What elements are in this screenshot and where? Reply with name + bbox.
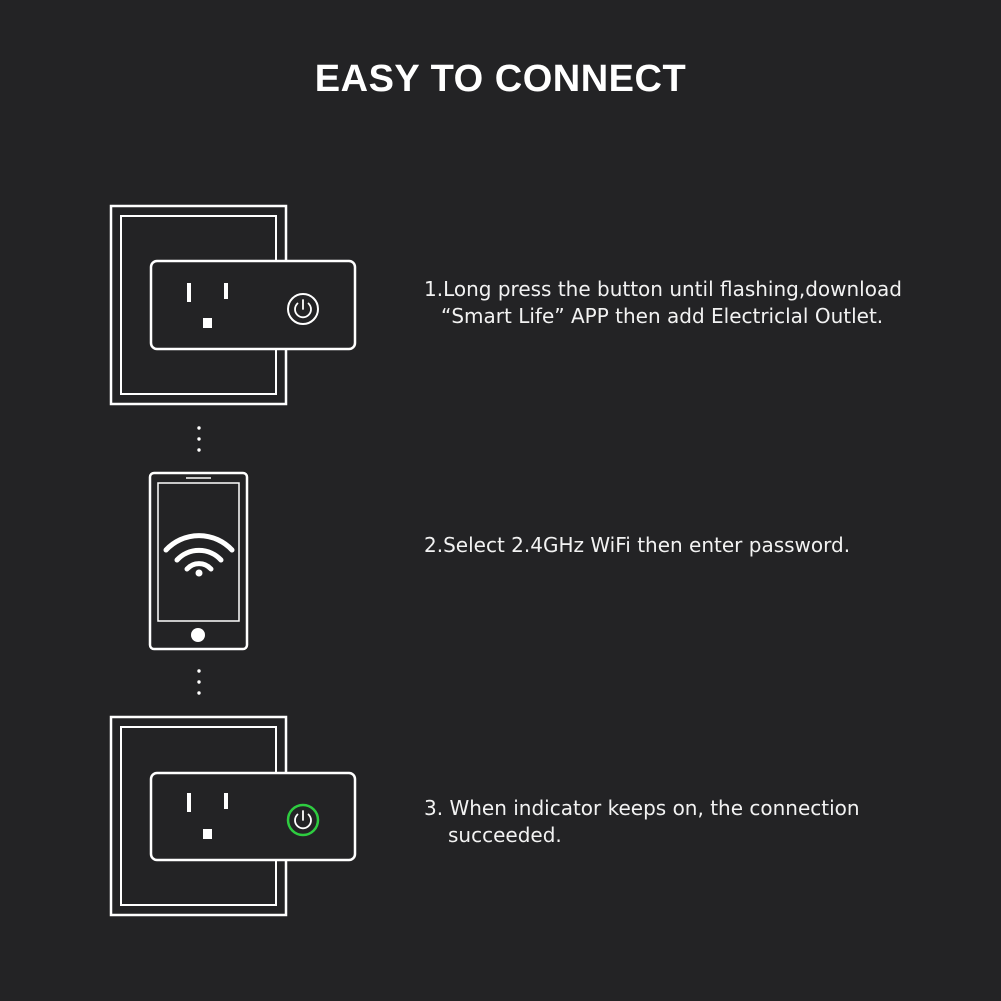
step-2-line-1: 2.Select 2.4GHz WiFi then enter password… (424, 533, 851, 557)
phone-icon (148, 471, 249, 651)
smart-plug-icon (149, 259, 357, 351)
outlet-ground-hole (203, 318, 212, 328)
phone-screen (157, 482, 240, 622)
dotted-connector-icon (197, 669, 201, 695)
power-button-icon (286, 803, 320, 837)
outlet-slot-right (224, 793, 228, 809)
wifi-icon (163, 533, 235, 577)
step1-illustration (109, 204, 357, 406)
step-1-line-2: “Smart Life” APP then add Electriclal Ou… (441, 304, 884, 328)
outlet-slot-right (224, 283, 228, 299)
step-2-text: 2.Select 2.4GHz WiFi then enter password… (424, 532, 944, 559)
step-3-line-1: 3. When indicator keeps on, the connecti… (424, 796, 860, 820)
phone-home-button (191, 628, 205, 642)
outlet-slot-left (187, 283, 191, 302)
power-button-icon (287, 293, 319, 325)
outlet-slot-left (187, 793, 191, 812)
step2-illustration (148, 471, 249, 651)
step-1-text: 1.Long press the button until flashing,d… (424, 276, 944, 330)
step-3-line-2: succeeded. (448, 823, 562, 847)
outlet-ground-hole (203, 829, 212, 839)
step3-illustration (109, 715, 357, 917)
dotted-connector-icon (197, 426, 201, 452)
step-1-line-1: 1.Long press the button until flashing,d… (424, 277, 902, 301)
step-3-text: 3. When indicator keeps on, the connecti… (424, 795, 944, 849)
page-title: EASY TO CONNECT (314, 58, 687, 100)
smart-plug-icon (149, 771, 357, 862)
